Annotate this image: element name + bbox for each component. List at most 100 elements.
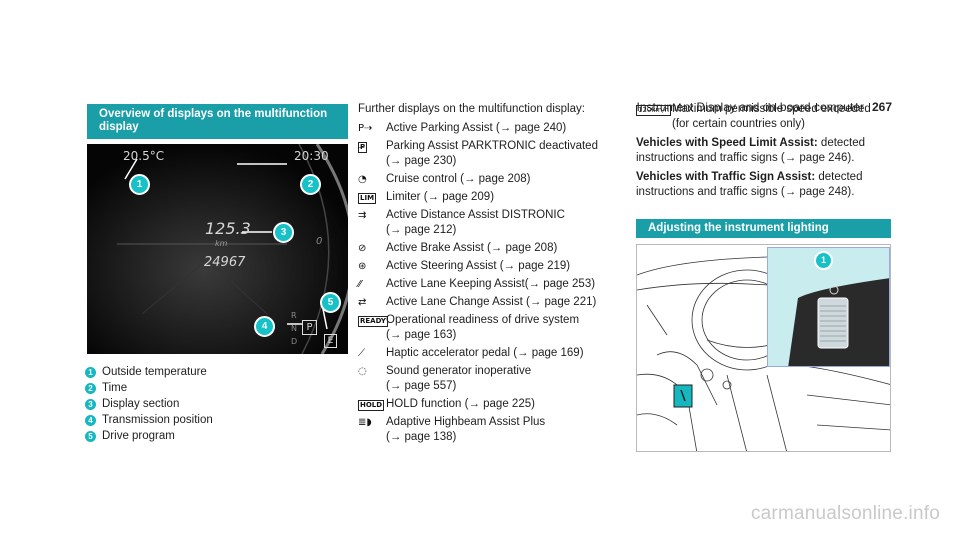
lighting-callout-1: 1 [814,251,833,270]
item-text: Parking Assist PARKTRONIC deactivated [386,140,598,152]
item-text: Active Lane Change Assist (→ page 221) [386,296,597,308]
item-text: Active Steering Assist (→ page 219) [386,260,571,272]
speed-limit-paragraph: Vehicles with Speed Limit Assist: detect… [636,136,898,166]
legend-label: Display section [102,398,180,410]
list-item: ⊘ Active Brake Assist (→ page 208) [358,241,628,256]
legend-label: Drive program [102,430,175,442]
page-number: 267 [871,100,892,114]
gear-d: D [291,337,298,346]
highbeam-icon: ≣◗ [358,417,372,428]
display-unit: km [215,239,228,248]
list-item: ⇄ Active Lane Change Assist (→ page 221) [358,295,628,310]
ready-icon: READY [358,313,388,343]
list-item: 120km/h Maximum permissible speed exceed… [636,102,898,132]
list-item: P⇢ Active Parking Assist (→ page 240) [358,121,628,136]
dashboard-drawing [637,256,890,451]
traffic-sign-paragraph: Vehicles with Traffic Sign Assist: detec… [636,170,898,200]
legend-number: 4 [85,414,96,426]
speed-scale-label: 0 [316,236,323,247]
sound-off-icon: ◌ [358,366,367,377]
instrument-lighting-illustration: 1 [636,244,891,452]
legend-number: 5 [85,430,96,442]
parktronic-off-icon: P̶ [358,142,368,153]
item-text: Sound generator inoperative [386,365,532,377]
legend-item: 5 Drive program [85,428,345,444]
page-header: Instrument Display and on-board computer… [637,100,892,114]
legend-label: Transmission position [102,414,213,426]
traffic-sign-heading: Vehicles with Traffic Sign Assist: [636,171,816,183]
item-page-ref: (→ page 557) [386,380,457,392]
legend-item: 1 Outside temperature [85,364,345,380]
brake-assist-off-icon: ⊘ [358,243,367,254]
item-page-ref: (→ page 212) [386,224,457,236]
further-displays-lead: Further displays on the multifunction di… [358,103,585,115]
section-heading-overview: Overview of displays on the multifunctio… [87,104,348,139]
item-text: Cruise control (→ page 208) [386,173,531,185]
speed-limit-heading: Vehicles with Speed Limit Assist: [636,137,818,149]
item-page-ref: (→ page 163) [386,329,457,341]
limiter-box-text: LIM [358,193,377,204]
hold-box-text: HOLD [358,400,385,411]
header-title: Instrument Display and on-board computer [636,100,864,114]
section-heading-lighting: Adjusting the instrument lighting [636,219,891,238]
callout-5: 5 [320,292,341,313]
lighting-inset: 1 [767,247,890,367]
list-item: ⁄⁄ Active Lane Keeping Assist(→ page 253… [358,277,628,292]
legend-label: Outside temperature [102,366,207,378]
list-item: ⟋ Haptic accelerator pedal (→ page 169) [358,346,628,361]
drive-program-indicator: E [324,334,337,348]
item-text: Active Parking Assist (→ page 240) [386,122,567,134]
right-column: 120km/h Maximum permissible speed exceed… [636,102,898,204]
hold-icon: HOLD [358,397,386,412]
further-displays-list: Further displays on the multifunction di… [358,102,628,448]
list-item: ◌ Sound generator inoperative (→ page 557… [358,364,628,394]
cruise-control-icon: ◔ [358,174,367,185]
lane-change-icon: ⇄ [358,297,367,308]
inset-drawing [788,278,889,366]
callout-3: 3 [273,222,294,243]
legend-item: 4 Transmission position [85,412,345,428]
item-page-ref: (→ page 230) [386,155,457,167]
legend-number: 2 [85,382,96,394]
item-page-ref: (→ page 138) [386,431,457,443]
item-text: Active Distance Assist DISTRONIC [386,209,565,221]
time-readout: 20:30 [294,149,329,163]
item-text: Maximum permissible speed exceeded [672,103,871,115]
callout-1: 1 [129,174,150,195]
callout-4: 4 [254,316,275,337]
list-item: HOLD HOLD function (→ page 225) [358,397,628,412]
gear-r: R [291,311,297,320]
list-item: ⊛ Active Steering Assist (→ page 219) [358,259,628,274]
traffic-sign-text: detected instructions and traffic signs … [636,171,863,198]
list-item: ⇉ Active Distance Assist DISTRONIC (→ pag… [358,208,628,238]
list-item: READY Operational readiness of drive sys… [358,313,628,343]
item-text: Limiter (→ page 209) [386,191,495,203]
max-speed-icon: 120km/h [636,102,672,132]
list-item: ◔ Cruise control (→ page 208) [358,172,628,187]
instrument-cluster-image: 20.5°C 20:30 125.3 km 24967 0 R N D P E … [87,144,348,354]
steering-assist-icon: ⊛ [358,261,367,272]
speed-limit-text: detected instructions and traffic signs … [636,137,866,164]
ready-box-text: READY [358,316,388,327]
watermark: carmanualsonline.info [750,503,940,524]
lane-keeping-icon: ⁄⁄ [358,279,362,290]
parking-assist-icon: P⇢ [358,123,373,134]
limiter-icon: LIM [358,190,386,205]
distance-assist-icon: ⇉ [358,210,367,221]
gear-p-indicator: P [302,320,317,335]
item-text: (for certain countries only) [672,118,805,130]
item-text: Adaptive Highbeam Assist Plus [386,416,546,428]
display-value: 125.3 [205,219,251,238]
max-speed-icon-text: 120km/h [636,105,672,116]
gear-n: N [291,324,297,333]
item-text: Haptic accelerator pedal (→ page 169) [386,347,584,359]
legend-number: 1 [85,366,96,378]
item-text: Active Brake Assist (→ page 208) [386,242,558,254]
item-text: HOLD function (→ page 225) [386,398,535,410]
legend-label: Time [102,382,128,394]
odometer-readout: 24967 [204,255,246,270]
item-text: Operational readiness of drive system [386,314,580,326]
haptic-pedal-icon: ⟋ [358,348,365,359]
